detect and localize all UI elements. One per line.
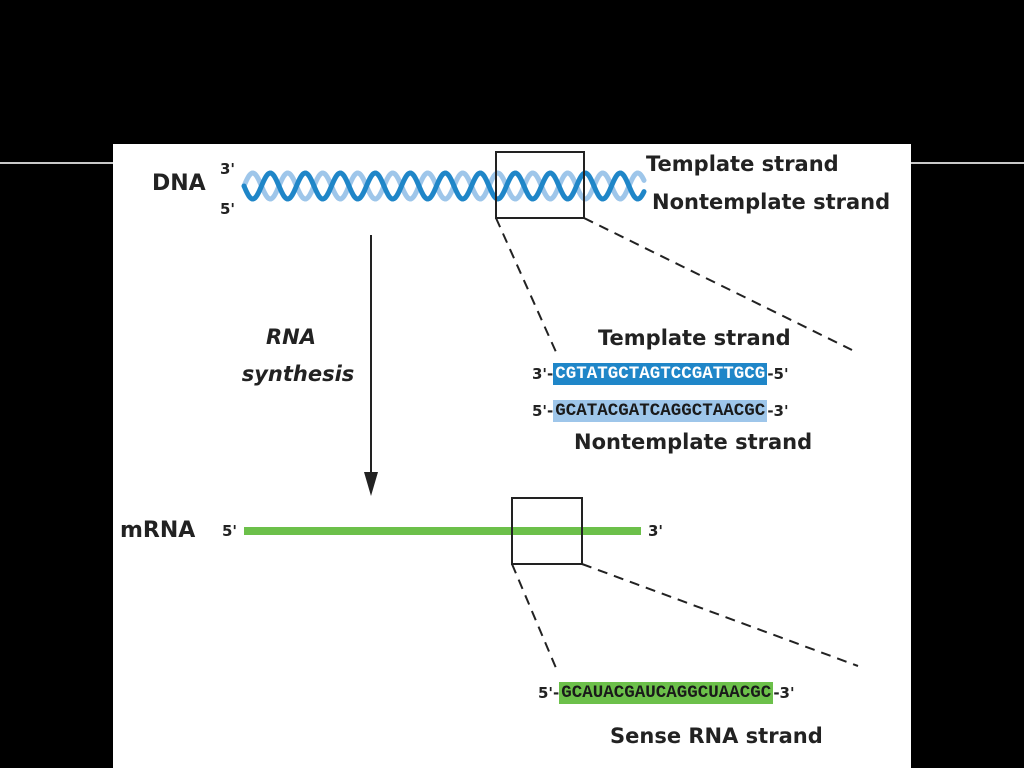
rna-sequence: GCAUACGAUCAGGCUAACGC <box>559 682 774 704</box>
slide-edge-line-right <box>911 162 1024 164</box>
rna-synthesis-arrow-head <box>364 472 378 496</box>
mrna-label: mRNA <box>120 518 196 543</box>
dna-zoom-box <box>495 151 585 219</box>
template-seq-left-end: 3'- <box>532 365 554 383</box>
mrna-zoom-line-right <box>581 563 859 667</box>
template-sequence-row: 3'- CGTATGCTAGTCCGATTGCG -5' <box>532 363 789 385</box>
rna-seq-right-end: -3' <box>773 684 795 702</box>
mrna-end-3prime: 3' <box>648 522 664 540</box>
template-helix-strand <box>241 170 647 202</box>
mrna-end-5prime: 5' <box>222 522 238 540</box>
dna-end-5prime: 5' <box>220 200 236 218</box>
template-seq-right-end: -5' <box>767 365 789 383</box>
nontemplate-seq-left-end: 5'- <box>532 402 554 420</box>
zoom-nontemplate-subtitle: Nontemplate strand <box>574 430 813 454</box>
template-strand-label: Template strand <box>646 152 839 176</box>
diagram-background <box>113 144 911 768</box>
dna-end-3prime: 3' <box>220 160 236 178</box>
rna-seq-left-end: 5'- <box>538 684 560 702</box>
dna-zoom-line-left <box>495 217 557 353</box>
rna-sequence-row: 5'- GCAUACGAUCAGGCUAACGC -3' <box>538 682 795 704</box>
zoom-template-title: Template strand <box>598 326 791 350</box>
nontemplate-sequence: GCATACGATCAGGCTAACGC <box>553 400 768 422</box>
rna-synthesis-label-line1: RNA <box>266 325 316 349</box>
nontemplate-strand-label: Nontemplate strand <box>652 190 891 214</box>
nontemplate-seq-right-end: -3' <box>767 402 789 420</box>
rna-synthesis-label-line2: synthesis <box>241 362 355 386</box>
template-sequence: CGTATGCTAGTCCGATTGCG <box>553 363 768 385</box>
slide-edge-line-left <box>0 162 113 164</box>
nontemplate-sequence-row: 5'- GCATACGATCAGGCTAACGC -3' <box>532 400 789 422</box>
dna-double-helix <box>241 170 647 202</box>
mrna-zoom-box <box>511 497 583 565</box>
sense-rna-strand-caption: Sense RNA strand <box>610 724 823 748</box>
dna-label: DNA <box>152 171 206 196</box>
mrna-zoom-line-left <box>511 563 557 669</box>
